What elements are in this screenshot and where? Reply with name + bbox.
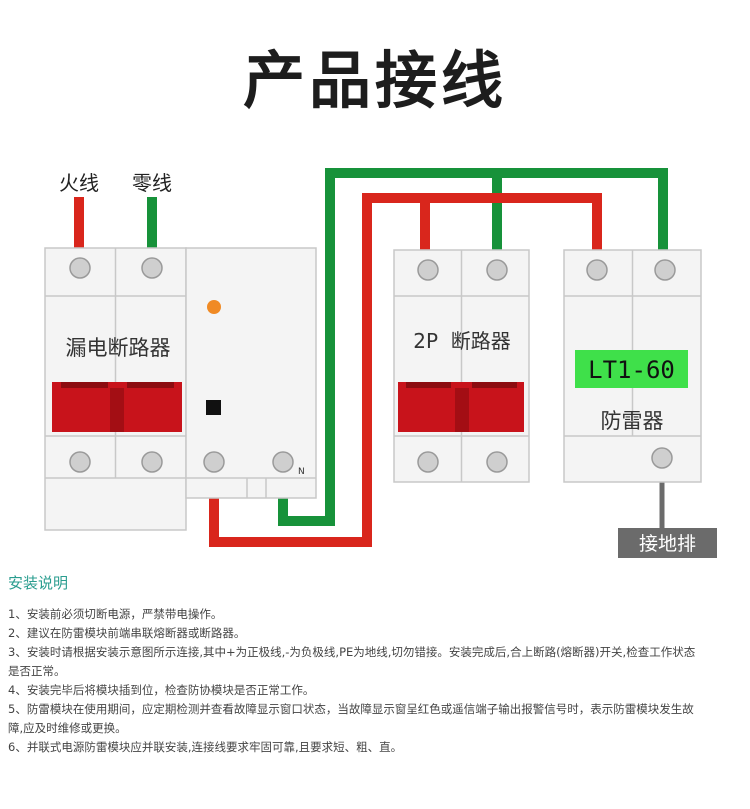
installation-instructions: 安装说明 1、安装前必须切断电源，严禁带电操作。 2、建议在防雷模块前端串联熔断…	[8, 572, 748, 757]
instruction-line: 3、安装时请根据安装示意图所示连接,其中+为正极线,-为负极线,PE为地线,切勿…	[8, 645, 696, 659]
terminal-screw	[586, 259, 608, 281]
instruction-line: 1、安装前必须切断电源，严禁带电操作。	[8, 607, 223, 621]
terminal-screw	[417, 451, 439, 473]
terminal-screw	[69, 451, 91, 473]
terminal-screw	[486, 259, 508, 281]
terminal-screw	[272, 451, 294, 473]
ground-bar	[618, 528, 717, 558]
instruction-line: 4、安装完毕后将模块插到位，检查防协模块是否正常工作。	[8, 683, 315, 697]
terminal-screw	[141, 451, 163, 473]
spd-model-badge	[575, 350, 688, 388]
terminal-screw	[141, 257, 163, 279]
spd-device	[563, 249, 702, 483]
spd-label: 防雷器	[601, 409, 664, 433]
terminal-screw	[486, 451, 508, 473]
terminal-screw	[654, 259, 676, 281]
instruction-line: 是否正常。	[8, 664, 66, 678]
instruction-line: 障,应及时维修或更换。	[8, 721, 127, 735]
wiring-diagram: 火线 零线 漏电断路器 N	[44, 168, 717, 558]
instructions-title: 安装说明	[8, 574, 69, 592]
live-label: 火线	[59, 171, 99, 195]
test-button	[206, 400, 221, 415]
rcd-terminal-n: N	[298, 467, 305, 477]
rcd-device	[44, 247, 317, 531]
ground-label: 接地排	[639, 533, 696, 555]
instruction-line: 2、建议在防雷模块前端串联熔断器或断路器。	[8, 626, 246, 640]
indicator-light	[207, 300, 221, 314]
terminal-screw	[69, 257, 91, 279]
neutral-input-wire	[147, 197, 157, 267]
terminal-screw	[417, 259, 439, 281]
live-distribution-wire	[209, 193, 602, 547]
breaker-device	[393, 249, 530, 483]
neutral-label: 零线	[132, 171, 172, 195]
rcd-label: 漏电断路器	[66, 336, 171, 360]
page-title: 产品接线	[242, 44, 507, 117]
spd-model: LT1-60	[588, 356, 675, 384]
terminal-screw	[203, 451, 225, 473]
neutral-distribution-wire	[278, 168, 668, 526]
terminal-screw	[651, 447, 673, 469]
instruction-line: 6、并联式电源防雷模块应并联安装,连接线要求牢固可靠,且要求短、粗、直。	[8, 740, 403, 754]
breaker-label: 2P 断路器	[413, 329, 511, 353]
live-input-wire	[74, 197, 84, 267]
instruction-line: 5、防雷模块在使用期间，应定期检测并查看故障显示窗口状态，当故障显示窗呈红色或遥…	[8, 702, 694, 716]
